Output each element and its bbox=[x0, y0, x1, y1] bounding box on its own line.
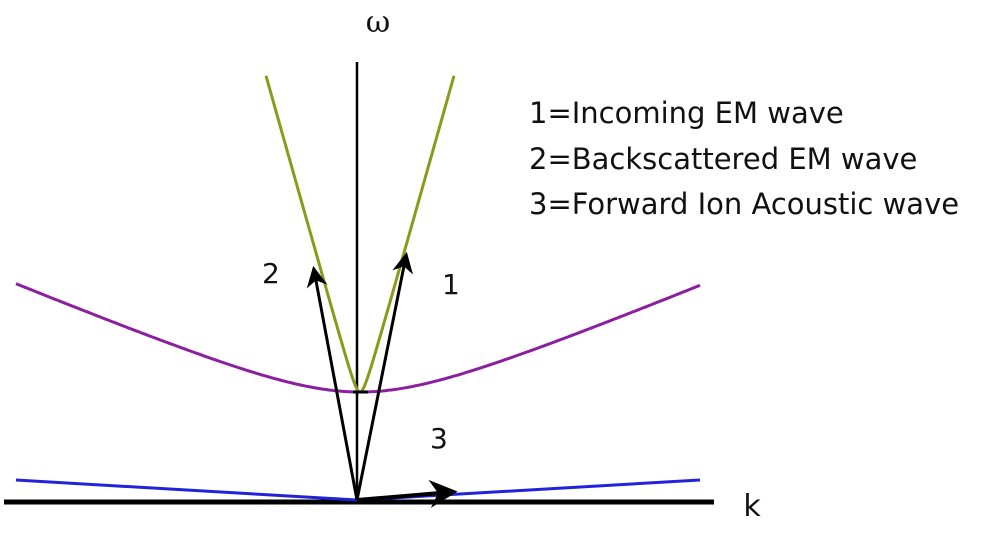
backscattered-wave-arrow bbox=[306, 265, 359, 501]
legend-line-1: 1=Incoming EM wave bbox=[529, 96, 844, 130]
em-dispersion-curve bbox=[264, 75, 456, 394]
backscattered-vector-label: 2 bbox=[262, 257, 280, 290]
ion-acoustic-vector-label: 3 bbox=[430, 422, 448, 455]
omega-axis-label: ω bbox=[366, 5, 390, 40]
incoming-wave-arrow bbox=[355, 251, 413, 501]
k-axis-label: k bbox=[743, 489, 761, 524]
ion-acoustic-wave-arrow bbox=[356, 479, 458, 508]
legend-line-3: 3=Forward Ion Acoustic wave bbox=[529, 187, 959, 221]
incoming-vector-label: 1 bbox=[442, 268, 460, 301]
legend-line-2: 2=Backscattered EM wave bbox=[529, 142, 917, 176]
